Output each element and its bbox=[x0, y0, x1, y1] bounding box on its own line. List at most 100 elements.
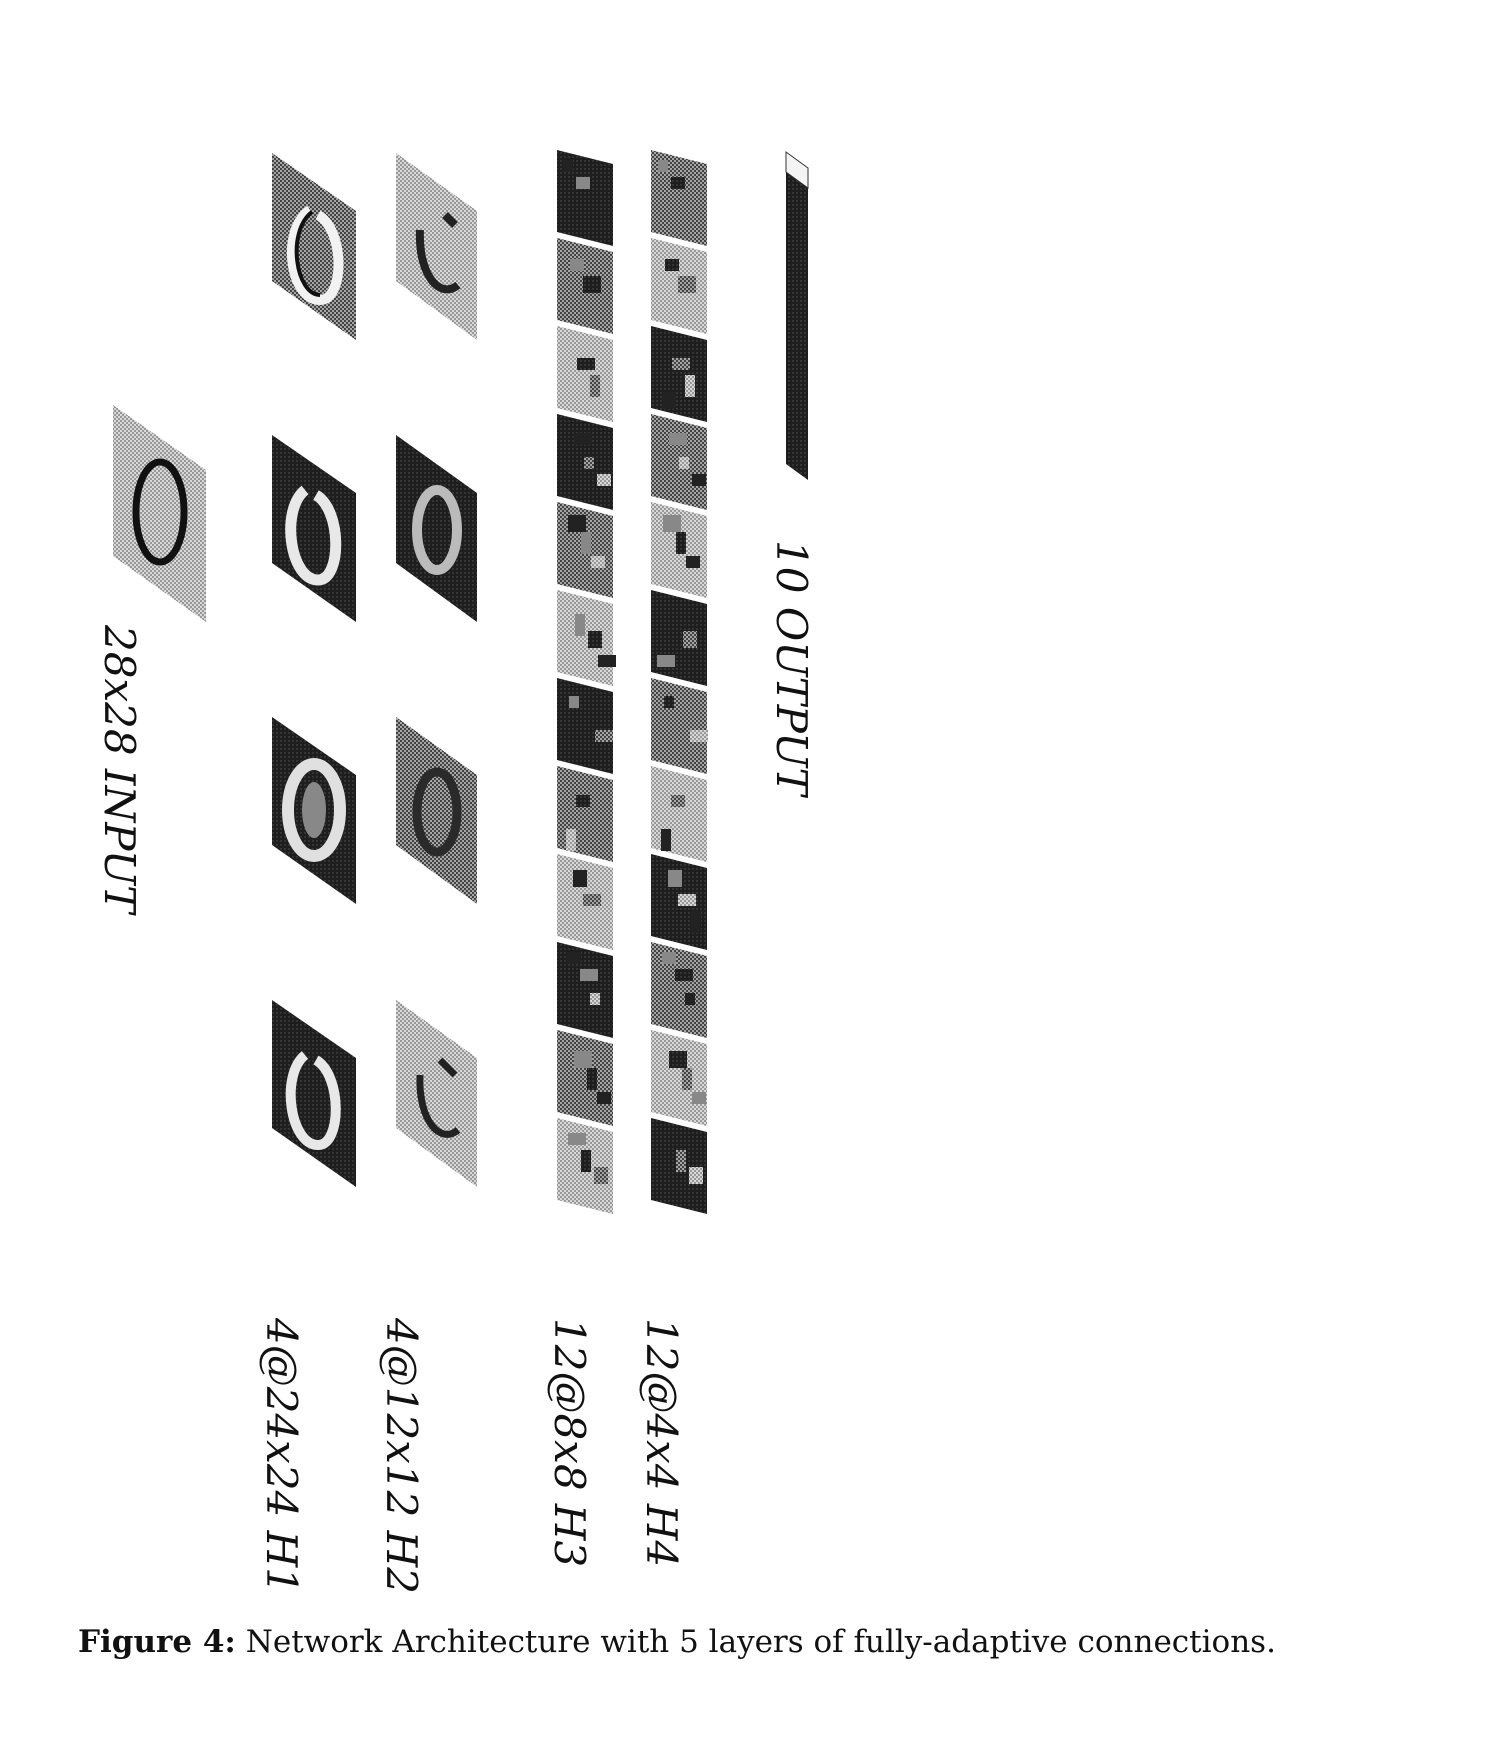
h3-map-patch bbox=[574, 433, 592, 445]
h3-map-patch bbox=[567, 952, 581, 964]
h1-map-stroke bbox=[302, 782, 326, 838]
h2-map-stroke bbox=[412, 767, 462, 857]
h4-map-patch bbox=[676, 1150, 686, 1172]
h3-map bbox=[557, 942, 613, 1038]
h3-map-patch bbox=[581, 1150, 591, 1172]
h3-map-patch bbox=[595, 730, 613, 742]
h4-layer-label: 12@4x4 H4 bbox=[637, 1318, 686, 1568]
output-bar bbox=[786, 152, 808, 480]
h4-map-patch bbox=[677, 713, 691, 725]
h4-map-patch bbox=[692, 474, 706, 486]
h3-layer bbox=[557, 150, 616, 1214]
h4-map-patch bbox=[684, 812, 702, 829]
h2-map-stroke bbox=[415, 212, 461, 294]
h1-map bbox=[272, 1000, 356, 1187]
h3-map bbox=[557, 590, 613, 686]
figure-caption: Figure 4: Network Architecture with 5 la… bbox=[78, 1624, 1458, 1660]
h3-map-patch bbox=[575, 614, 585, 636]
h2-layer-label: 4@12x12 H2 bbox=[377, 1318, 426, 1594]
h3-map-patch bbox=[582, 713, 596, 725]
h3-map bbox=[557, 678, 613, 774]
h3-map-patch bbox=[589, 812, 607, 829]
h3-map-patch bbox=[583, 894, 601, 906]
h3-map-patch bbox=[591, 556, 605, 568]
input-layer bbox=[113, 405, 206, 622]
h4-map-patch bbox=[657, 655, 675, 667]
h1-map-stroke bbox=[282, 758, 346, 862]
h3-map-patch bbox=[576, 795, 590, 807]
h3-map-patch bbox=[581, 532, 591, 554]
input-map bbox=[113, 405, 206, 622]
input-digit-stroke bbox=[132, 458, 188, 566]
h4-map-patch bbox=[671, 795, 685, 807]
h4-map-patch bbox=[663, 1133, 681, 1145]
h4-map-patch bbox=[669, 433, 687, 445]
h4-map bbox=[651, 942, 707, 1038]
h3-map-patch bbox=[576, 177, 590, 189]
h1-map-stroke bbox=[286, 205, 344, 306]
h4-map bbox=[651, 590, 707, 686]
h4-layer bbox=[651, 150, 708, 1214]
h4-maps bbox=[651, 150, 708, 1214]
h4-map-patch bbox=[685, 375, 695, 397]
h2-layer bbox=[396, 153, 477, 1187]
h4-map-patch bbox=[675, 969, 693, 981]
h3-map-patch bbox=[596, 911, 606, 933]
h4-map-patch bbox=[670, 614, 680, 636]
h4-map-patch bbox=[685, 993, 695, 1005]
h3-map-patch bbox=[573, 870, 587, 887]
h3-map-patch bbox=[587, 1068, 597, 1090]
h3-map-patch bbox=[570, 259, 584, 271]
h3-map-patch bbox=[566, 829, 576, 851]
h4-map-patch bbox=[684, 194, 702, 206]
h4-map-patch bbox=[683, 631, 697, 648]
figure-caption-text: Network Architecture with 5 layers of fu… bbox=[245, 1624, 1276, 1660]
h1-map-stroke bbox=[285, 1051, 341, 1151]
h3-map-patch bbox=[584, 457, 594, 469]
h3-map-patch bbox=[597, 1092, 611, 1104]
h3-map-patch bbox=[588, 631, 602, 648]
h4-map-patch bbox=[658, 160, 668, 172]
h3-map-patch bbox=[598, 655, 616, 667]
h3-map-patch bbox=[589, 194, 607, 206]
h3-map-patch bbox=[580, 969, 598, 981]
h1-map-stroke bbox=[294, 210, 321, 297]
h3-map-patch bbox=[563, 160, 573, 172]
h4-map-patch bbox=[686, 556, 700, 568]
h4-map bbox=[651, 326, 707, 422]
h4-map-patch bbox=[671, 177, 685, 189]
h3-map-patch bbox=[567, 392, 581, 409]
h4-map-patch bbox=[664, 696, 674, 708]
h4-map-patch bbox=[661, 829, 671, 851]
h4-map-patch bbox=[662, 952, 676, 964]
h3-map bbox=[557, 326, 613, 422]
h3-map-patch bbox=[583, 276, 601, 293]
h2-map bbox=[396, 717, 477, 904]
h3-map-patch bbox=[568, 515, 586, 532]
h4-map-patch bbox=[672, 358, 690, 370]
h1-layer-label: 4@24x24 H1 bbox=[257, 1318, 306, 1594]
h4-map-patch bbox=[689, 1167, 703, 1184]
h3-maps bbox=[557, 150, 616, 1214]
h4-map-patch bbox=[691, 911, 701, 933]
h3-map-patch bbox=[590, 993, 600, 1005]
h3-map-patch bbox=[596, 293, 606, 315]
h3-map bbox=[557, 1030, 613, 1126]
h3-map-patch bbox=[569, 696, 579, 708]
h3-map bbox=[557, 150, 613, 246]
h1-map bbox=[272, 435, 356, 622]
input-layer-label: 28x28 INPUT bbox=[95, 625, 144, 914]
h4-map-patch bbox=[692, 1092, 706, 1104]
output-bar-highlight bbox=[785, 151, 809, 189]
h4-map-patch bbox=[669, 1051, 687, 1068]
h3-map-patch bbox=[597, 474, 611, 486]
h4-map-patch bbox=[678, 276, 696, 293]
h4-map-patch bbox=[678, 894, 696, 906]
h2-map bbox=[396, 153, 477, 340]
output-layer-label: 10 OUTPUT bbox=[767, 540, 816, 796]
output-layer bbox=[785, 151, 809, 480]
h4-map-patch bbox=[665, 259, 679, 271]
h4-map-patch bbox=[691, 293, 701, 315]
figure-caption-prefix: Figure 4: bbox=[78, 1624, 236, 1660]
